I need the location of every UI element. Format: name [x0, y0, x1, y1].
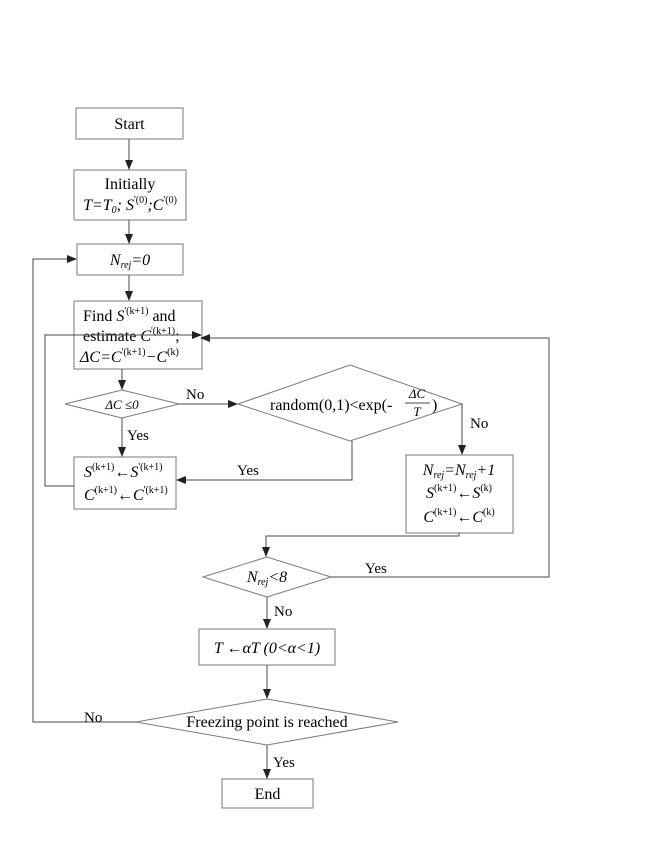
condition-delta-node: ΔC ≤0: [64, 389, 180, 419]
reject-line1: Nrej=Nrej+1: [422, 462, 495, 481]
edge-labels: No Yes No Yes Yes No No Yes: [84, 387, 488, 771]
condition-random-suffix: ): [432, 397, 437, 414]
label-yes-cond1: Yes: [127, 428, 149, 444]
arrow-cond3-yes: [200, 334, 550, 578]
condition-freezing-label: Freezing point is reached: [186, 714, 347, 731]
arrow-cond2-yes: [176, 441, 353, 484]
arrow-cond4-no: [32, 255, 136, 723]
connectors: [32, 139, 550, 779]
accept-line1: S(k+1)←S'(k+1): [84, 462, 162, 481]
cooling-label: T ←αT (0<α<1): [214, 640, 320, 657]
reject-node: Nrej=Nrej+1 S(k+1)←S(k) C(k+1)←C(k): [405, 454, 514, 534]
arrow-accept-loop: [44, 331, 202, 487]
condition-nrej-node: Nrej<8: [201, 556, 333, 598]
init-line2: T=T0; S'(0);C'(0): [83, 195, 177, 216]
init-node: Initially T=T0; S'(0);C'(0): [73, 169, 187, 221]
label-no-cond4: No: [84, 710, 102, 726]
start-node: Start: [75, 107, 184, 140]
condition-freezing-node: Freezing point is reached: [135, 698, 399, 746]
end-node: End: [221, 778, 314, 809]
label-no-cond3: No: [274, 604, 292, 620]
nrej-init-label: Nrej=0: [109, 252, 150, 271]
find-line3: ΔC=C'(k+1)−C(k): [79, 347, 179, 366]
nrej-init-node: Nrej=0: [76, 243, 184, 276]
label-no-cond2: No: [470, 416, 488, 432]
start-label: Start: [114, 116, 145, 133]
find-line1: Find S'(k+1) and: [83, 306, 176, 325]
cooling-node: T ←αT (0<α<1): [198, 628, 336, 666]
label-yes-cond4: Yes: [273, 755, 295, 771]
reject-line3: C(k+1)←C(k): [423, 507, 494, 526]
accept-line2: C(k+1)←C'(k+1): [84, 485, 168, 504]
condition-nrej-label: Nrej<8: [246, 569, 287, 588]
condition-random-prefix: random(0,1)<exp(-: [270, 397, 392, 414]
label-yes-cond3: Yes: [365, 561, 387, 577]
label-yes-cond2: Yes: [237, 463, 259, 479]
condition-random-denominator: T: [413, 404, 421, 419]
init-line1: Initially: [105, 176, 156, 193]
condition-delta-label: ΔC ≤0: [104, 397, 139, 412]
accept-node: S(k+1)←S'(k+1) C(k+1)←C'(k+1): [73, 456, 177, 510]
reject-line2: S(k+1)←S(k): [426, 483, 492, 502]
end-label: End: [255, 786, 281, 803]
condition-random-numerator: ΔC: [408, 386, 426, 401]
condition-random-node: random(0,1)<exp(- ΔC T ): [236, 364, 464, 442]
find-line2: estimate C'(k+1);: [83, 326, 180, 345]
arrow-reject-to-cond3: [262, 533, 460, 557]
label-no-cond1: No: [186, 387, 204, 403]
